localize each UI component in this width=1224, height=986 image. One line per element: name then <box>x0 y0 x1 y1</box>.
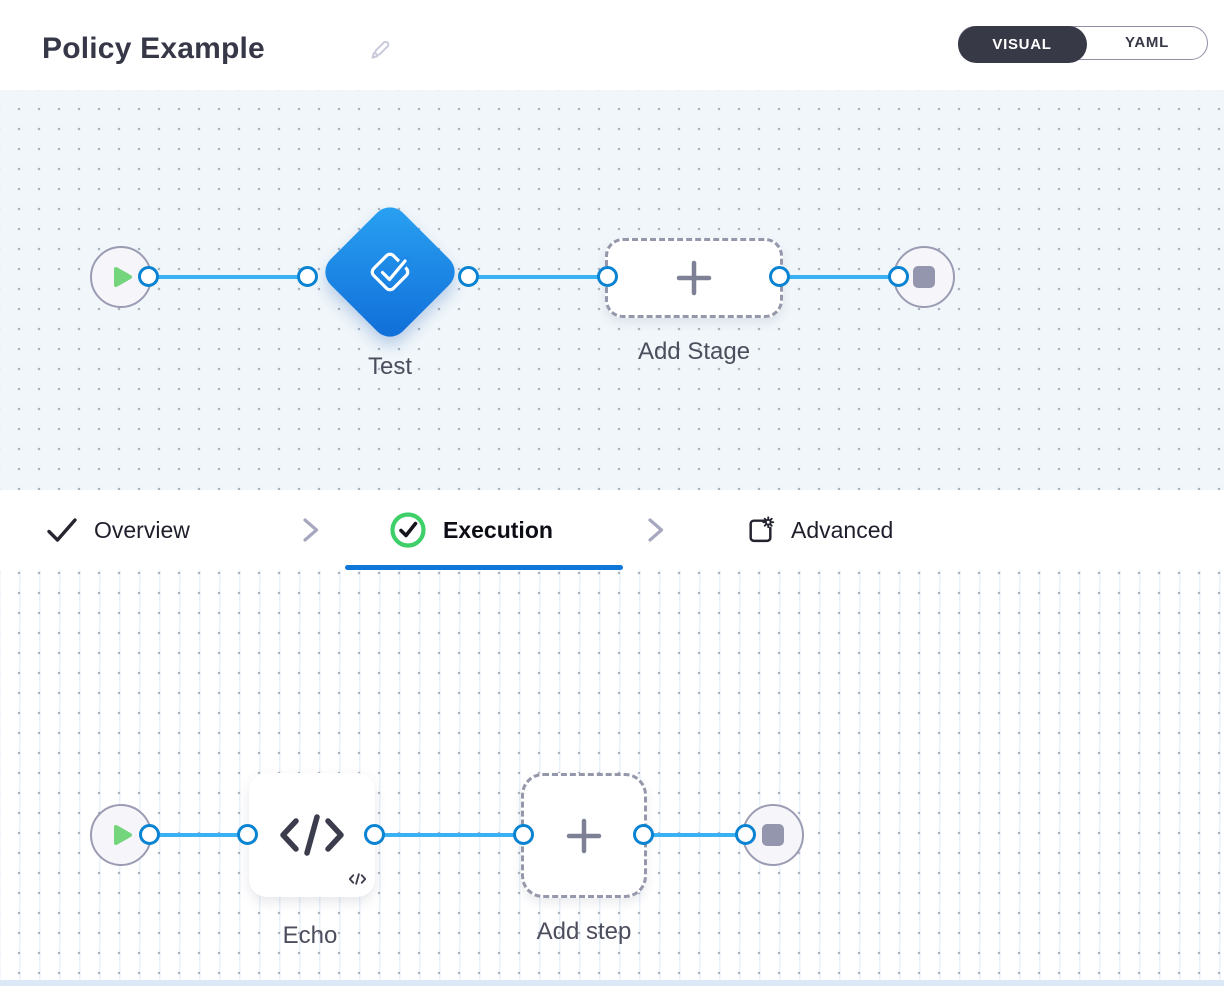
advanced-settings-icon <box>749 515 775 542</box>
port[interactable] <box>364 824 385 845</box>
connector-wire <box>150 833 248 837</box>
toggle-visual-button[interactable]: VISUAL <box>957 25 1087 63</box>
plus-icon <box>566 818 602 853</box>
tab-execution-label: Execution <box>443 516 553 543</box>
code-icon <box>280 814 344 856</box>
port[interactable] <box>597 266 618 287</box>
tab-advanced-label: Advanced <box>791 516 894 543</box>
page-header: Policy Example VISUAL YAML <box>0 0 1224 90</box>
edit-title-button[interactable] <box>366 36 394 64</box>
port[interactable] <box>633 824 654 845</box>
tab-overview-label: Overview <box>94 516 190 543</box>
pipeline-end-node[interactable] <box>893 246 955 308</box>
port[interactable] <box>139 824 160 845</box>
add-step-label: Add step <box>536 918 632 945</box>
play-icon <box>114 825 132 845</box>
stage-config-tabbar: Overview Execution Advanced <box>0 490 1224 570</box>
chevron-right-icon <box>300 515 322 550</box>
toggle-yaml-button[interactable]: YAML <box>1125 34 1169 51</box>
tab-execution[interactable]: Execution <box>388 490 553 570</box>
port[interactable] <box>735 824 756 845</box>
add-stage-button[interactable] <box>605 238 783 318</box>
stop-icon <box>762 824 784 846</box>
connector-wire <box>644 833 746 837</box>
step-pipeline-canvas[interactable]: Echo Add step <box>0 570 1224 980</box>
stage-pipeline-canvas[interactable]: Test Add Stage <box>0 90 1224 490</box>
connector-wire <box>780 275 899 279</box>
step-label: Echo <box>282 922 338 949</box>
approval-check-icon <box>360 242 420 302</box>
port[interactable] <box>237 824 258 845</box>
stop-icon <box>913 266 935 288</box>
port[interactable] <box>769 266 790 287</box>
code-badge-icon <box>348 872 367 890</box>
check-icon <box>47 518 77 542</box>
pencil-icon <box>371 40 390 59</box>
visual-yaml-toggle: VISUAL YAML <box>957 25 1208 63</box>
page-title: Policy Example <box>42 32 265 65</box>
active-tab-underline <box>345 565 623 570</box>
chevron-right-icon <box>645 515 667 550</box>
add-stage-label: Add Stage <box>637 338 751 365</box>
plus-icon <box>676 260 712 296</box>
play-icon <box>114 267 132 287</box>
add-step-button[interactable] <box>521 773 647 898</box>
step-node-echo[interactable] <box>249 773 375 897</box>
tab-advanced[interactable]: Advanced <box>745 490 893 570</box>
stage-label: Test <box>367 353 413 380</box>
port[interactable] <box>888 266 909 287</box>
check-circle-icon <box>390 512 426 548</box>
connector-wire <box>375 833 524 837</box>
next-section-edge <box>0 980 1224 986</box>
port[interactable] <box>138 266 159 287</box>
connector-wire <box>149 275 308 279</box>
tab-overview[interactable]: Overview <box>45 490 190 570</box>
connector-wire <box>469 275 608 279</box>
port[interactable] <box>458 266 479 287</box>
port[interactable] <box>297 266 318 287</box>
port[interactable] <box>513 824 534 845</box>
